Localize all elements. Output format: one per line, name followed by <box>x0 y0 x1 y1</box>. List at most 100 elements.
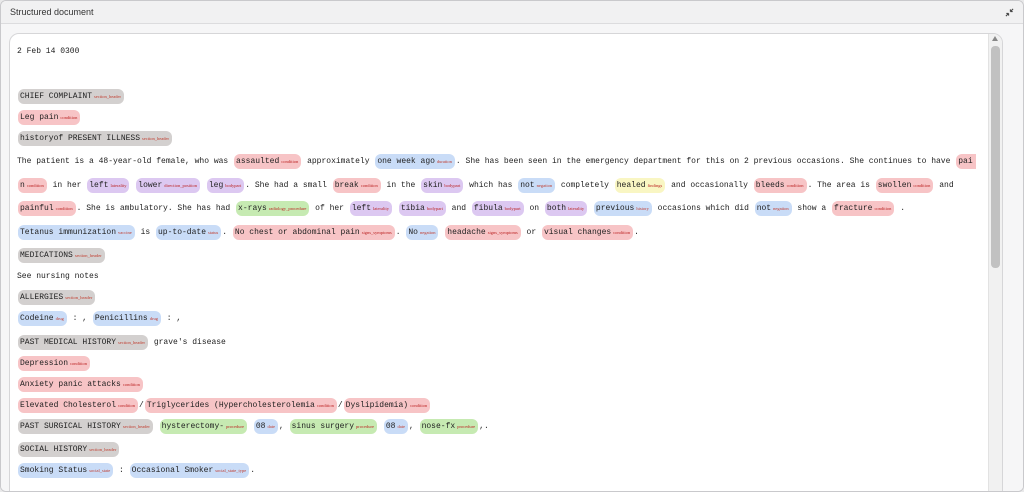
procedure-tag[interactable]: hysterectomy-procedure <box>159 418 248 434</box>
hpi-line-1: The patient is a 48-year-old female, who… <box>17 154 1002 178</box>
tag-label: direction_position <box>164 182 198 188</box>
plain-text: . <box>634 227 639 237</box>
tag-label: negation <box>419 229 436 235</box>
plain-text: . <box>222 227 228 237</box>
plain-text: in the <box>386 180 416 190</box>
plain-text: . She is ambulatory. She has had <box>76 204 231 213</box>
plain-text: or <box>526 227 537 237</box>
condition-tag-partial[interactable]: pai <box>956 154 976 169</box>
plain-text: . <box>250 466 256 475</box>
scroll-up-arrow-icon[interactable] <box>992 36 998 41</box>
tag-label: negation <box>536 182 553 188</box>
tag-label: laterality <box>373 206 389 211</box>
plain-text: and occasionally <box>671 180 748 190</box>
tag-label: bodypart <box>225 182 242 188</box>
plain-text: in her <box>52 180 82 190</box>
tag-label: date <box>267 423 275 429</box>
plain-text: occasions which did <box>657 204 749 213</box>
condition-tag[interactable]: Dyslipidemia)condition <box>343 397 431 413</box>
plain-text: . The area is <box>807 180 870 190</box>
tag-label: condition <box>60 114 78 120</box>
scrollbar-thumb[interactable] <box>991 46 1000 268</box>
tag-label: social_state_type <box>215 468 247 473</box>
plain-text: and <box>939 180 954 190</box>
tag-label: section_header <box>118 339 146 345</box>
tag-label: condition <box>281 159 299 164</box>
tag-label: signs_symptoms <box>487 229 518 235</box>
tag-label: vaccine <box>118 229 132 235</box>
tag-label: condition <box>118 402 136 408</box>
tag-label: history <box>636 206 649 211</box>
tag-label: procedure <box>457 423 476 429</box>
tag-label: duration <box>436 159 452 164</box>
tag-label: drug <box>55 316 64 321</box>
nursing-notes-line: See nursing notes <box>17 269 1002 290</box>
tag-label: bodypart <box>444 182 461 188</box>
tag-label: section_header <box>94 93 122 99</box>
collapse-arrows-icon[interactable] <box>1003 6 1015 18</box>
vertical-scrollbar[interactable] <box>988 34 1002 491</box>
tag-label: status <box>208 229 219 235</box>
tag-label: condition <box>913 182 931 188</box>
tag-label: bodypart <box>426 206 443 211</box>
plain-text: on <box>529 204 540 213</box>
plain-text: is <box>140 227 151 237</box>
tag-label: condition <box>613 229 631 235</box>
